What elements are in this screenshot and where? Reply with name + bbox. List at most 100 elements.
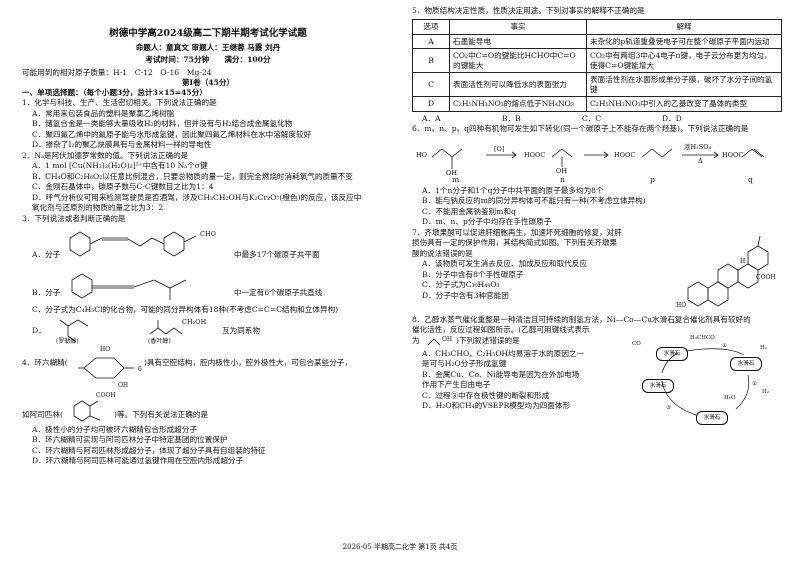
catalyst-node-2-label: 水滑石	[737, 361, 755, 368]
q8-stem-2: 催化活性，反应过程如图所示。(乙醇可用键线式表示	[412, 325, 590, 335]
q4-option-b: B．环六糊精可实现与阿司匹林分子中特定基团的位置保护	[32, 435, 228, 445]
q5-choices: A．A B．B C．C D．D	[422, 114, 782, 123]
q8-option-d: D．H₂O和CH₄的VSEPR模型均为四面体形	[422, 401, 571, 411]
oleanolic-acid-structure	[687, 235, 769, 307]
q4-stem-head: 4．环六糊精(	[22, 357, 68, 367]
q3-option-a-tail: 中最多17个碳原子共平面	[234, 250, 320, 260]
q4-cd-oh: OH	[118, 381, 129, 389]
q3-a-cho-label: CHO	[200, 230, 216, 239]
q7-option-d: D．分子中含有3种官能团	[422, 290, 509, 300]
q6-reaction-scheme: HO OH [O] HOOC OH HOOC 浓H₂SO₄ Δ HOOC m n…	[412, 135, 782, 185]
q4-option-a: A．极性小的分子均可被环六糊精包合形成超分子	[32, 424, 197, 434]
q5-choice-c: C．C	[582, 113, 602, 123]
q5-choice-a: A．A	[422, 113, 441, 123]
catalyst-node-4: 水滑石	[696, 411, 728, 426]
q4-stem2-head: 如阿司匹林(	[22, 409, 63, 419]
q6-scheme-drawing	[431, 148, 765, 169]
q3-option-b-label: B．分子	[32, 288, 61, 298]
q6-m-oh: OH	[446, 168, 457, 177]
q6-option-c: C．不能用金属钠鉴别m和q	[422, 206, 516, 216]
q8-text: 催化活性，反应过程如图所示。(乙醇可用键线式表示 为 OH )下列叙述错误的是 …	[412, 325, 620, 410]
q7-text: 7．齐墩果酸可以促进肝细胞再生，加速坏死细胞的修复，对肝 损伤具有一定的保护作用…	[412, 228, 667, 300]
q7-ho-label: HO	[676, 301, 687, 309]
q4-cd-n: 6	[138, 365, 142, 373]
q8-option-a: A．CH₃CHO、C₂H₅OH均易溶于水的原因之一	[422, 348, 585, 358]
q6-label-p: p	[650, 174, 655, 184]
q7-option-a: A．该物质可发生消去反应、加成反应和取代反应	[422, 259, 587, 269]
q4-option-c: C．环六糊精与阿司匹林形成超分子，体现了超分子具有自组装的特征	[32, 445, 266, 455]
q3-option-c: C．分子式为C₄H₅Cl的化合物，可能的同分异构体有18种(不考虑C=C=C结构…	[32, 305, 339, 315]
q7-block: 7．齐墩果酸可以促进肝细胞再生，加速坏死细胞的修复，对肝 损伤具有一定的保护作用…	[412, 228, 782, 314]
catalyst-node-1-label: 水滑石	[663, 351, 681, 358]
aspirin-structure	[73, 400, 101, 422]
q5-cell-fact: 石墨能导电	[449, 33, 587, 50]
q6-arrow3-label: 浓H₂SO₄	[684, 142, 712, 151]
q6-arrow1-label: [O]	[494, 144, 505, 153]
q2-option-c: C．金刚石晶体中，碳原子数与C-C键数目之比为1：4	[32, 182, 214, 192]
q5-cell-explanation: CO₂中有两组3中心4电子π键，电子云分布更为均匀，使得C=O键能增大	[586, 48, 782, 74]
q3-d-label-2: (香叶醇)	[148, 337, 171, 345]
catalyst-node-3-label: 水滑石	[649, 383, 667, 390]
q5-stem: 5．物质结构决定性质，性质决定用途。下列对事实的解释不正确的是	[412, 6, 645, 15]
q7-stem-2: 损伤具有一定的保护作用，其结构简式如图。下列有关齐墩果	[412, 238, 618, 248]
q5-header-option: 选项	[412, 19, 450, 35]
q2-option-a: A．1 mol [Cu(NH₃)₂(H₂O)₂]²⁺中含有10 Nₐ个σ键	[32, 161, 208, 171]
q6-option-b: B．能与钠反应的m的同分异构体可不能只有一种(不考虑立体异构)	[422, 196, 646, 206]
table-row: B CO₂中C=O的键能比HCHO中C=O的键能大 CO₂中有两组3中心4电子π…	[412, 48, 782, 74]
q7-cooh-label: COOH	[756, 273, 776, 281]
q6-p-hooc: HOOC	[614, 150, 636, 159]
q6-option-d: D．m、n、p分子中均存在手性碳原子	[422, 217, 552, 227]
q7-stem-3: 酸的说法错误的是	[412, 248, 473, 258]
q8-stem-3: 为 OH )下列叙述错误的是	[412, 336, 620, 348]
q3-option-d-tail: 互为同系物	[222, 325, 260, 335]
q5-choice-b: B．B	[502, 113, 521, 123]
q6-n-oh: OH	[556, 166, 567, 175]
q5-cell-fact: C₂H₅NH₃NO₃的熔点低于NH₄NO₃	[449, 96, 587, 112]
catalyst-node-3: 水滑石	[642, 379, 674, 394]
q7-stem-1: 7．齐墩果酸可以促进肝细胞再生，加速坏死细胞的修复，对肝	[412, 227, 622, 237]
q7-option-b: B．分子中含有8个手性碳原子	[422, 269, 524, 279]
q3-option-d: D． CH₂OH (罗勒醇) (香叶醇) 互为同系物	[22, 316, 394, 346]
q5-cell-option: B	[412, 48, 450, 74]
exam-authors: 命题人：童真文 审题人：王继蓉 马霞 刘丹	[135, 42, 281, 52]
q3-d-label-1: (罗勒醇)	[56, 337, 79, 345]
catalyst-node-2: 水滑石	[730, 357, 762, 372]
q5-header-fact: 事实	[449, 19, 587, 35]
section-title: 第Ⅰ卷（45分）	[181, 78, 235, 88]
q5-choice-d: D．D	[662, 113, 682, 123]
q5-cell-fact: CO₂中C=O的键能比HCHO中C=O的键能大	[449, 48, 587, 74]
q7-h-label: H	[740, 257, 746, 265]
cycle-arrows	[661, 348, 750, 416]
table-row: D C₂H₅NH₃NO₃的熔点低于NH₄NO₃ C₂H₅NH₃NO₃中引入的乙基…	[412, 96, 782, 112]
cycle-step-1: ①	[722, 343, 727, 350]
q6-m-ho: HO	[416, 150, 427, 159]
q4-cd-ho: HO	[100, 345, 111, 353]
q1-option-d: D．掺杂了I₂的聚乙炔膜具有与金属材料一样的导电性	[32, 140, 212, 150]
cycle-top-molecule: H₃CHCO	[690, 335, 715, 342]
table-row: C 表面活性剂可以降低水的表面张力 表面活性剂在水面形成单分子膜，破坏了水分子间…	[412, 72, 782, 98]
atomic-mass-line: 可能用到的相对原子质量：H-1 C-12 O-16 Mg-24	[22, 67, 212, 77]
q6-label-n: n	[560, 174, 565, 184]
exam-time-score: 考试时间：75分钟 满分：100分	[145, 55, 271, 65]
q8-stem-3-tail: )下列叙述错误的是	[456, 335, 520, 345]
q3-option-b-tail: 中一定有6个碳原子共直线	[234, 288, 323, 298]
q6-stem: 6．m、n、p、q四种有机物可发生如下转化(同一个碳原子上不能存在两个羟基)。下…	[412, 124, 749, 134]
q1-option-b: B．储氢合金是一类能够大量吸收H₂的材料，但并没有与H₂结合成金属氢化物	[32, 119, 293, 129]
q5-header-explanation: 解释	[586, 19, 782, 35]
cycle-h2-2: H₂	[762, 389, 770, 396]
q4-stem2-block: 如阿司匹林( COOH )等。下列有关说法正确的是	[22, 392, 394, 424]
q3-option-d-label: D．	[32, 325, 46, 335]
page-footer: 2026-05 半期高二化学 第1页 共4页	[342, 543, 458, 551]
q3-d-structures	[59, 319, 183, 342]
right-column: 5．物质结构决定性质，性质决定用途。下列对事实的解释不正确的是 选项 事实 解释…	[412, 0, 782, 433]
q6-q-hooc: HOOC	[722, 150, 744, 159]
q5-table-header-row: 选项 事实 解释	[412, 19, 782, 35]
cycle-h2o: H₂O	[724, 395, 736, 402]
table-row: A 石墨能导电 未杂化的p轨道重叠使电子可在整个碳原子平面内运动	[412, 33, 782, 50]
catalyst-node-4-label: 水滑石	[703, 415, 721, 422]
cycle-step-3: ③	[666, 405, 671, 412]
q4-aspirin-cooh: COOH	[96, 391, 116, 399]
q2-option-d: D．呼气分析仪可用来检测驾驶员是否酒驾，涉及CH₃CH₂OH与K₂Cr₂O₇(橙…	[32, 192, 362, 202]
q4-stem-tail: )具有空腔结构，腔内极性小，腔外极性大，可包合某些分子，	[144, 357, 352, 367]
